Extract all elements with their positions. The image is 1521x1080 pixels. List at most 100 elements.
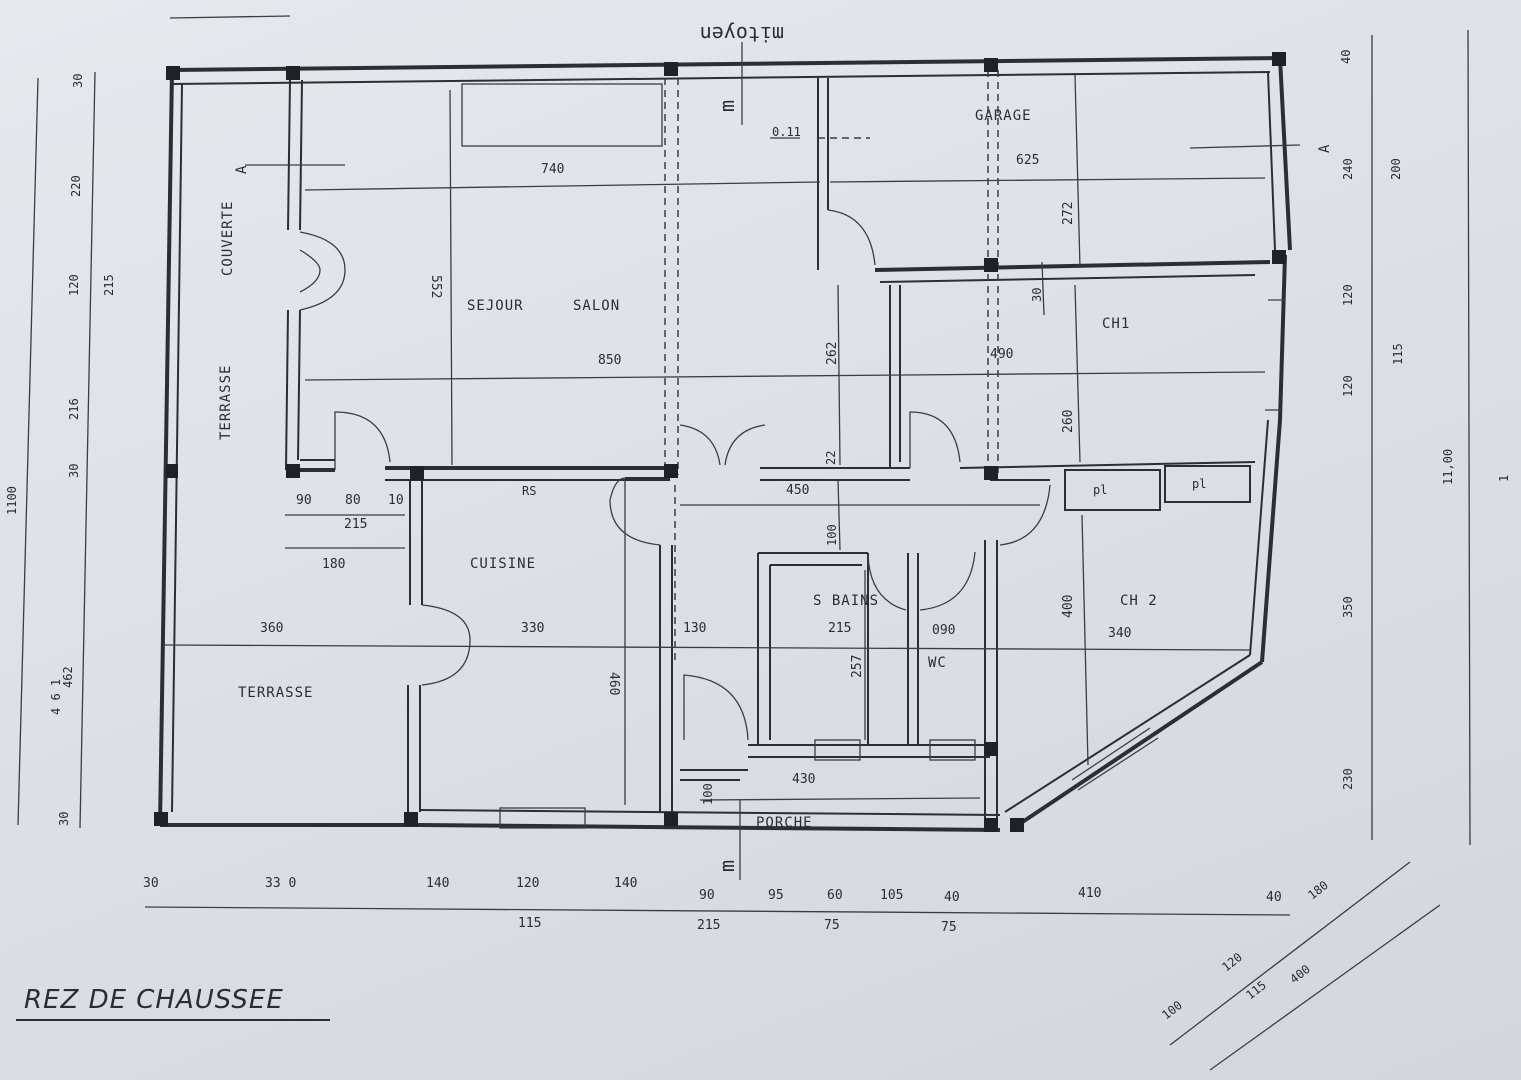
section-m-top: m [715, 100, 739, 112]
room-terrasse-couverte-1: TERRASSE [218, 365, 234, 440]
bottom-60: 60 [827, 888, 843, 903]
mitoyen-label: mitoyen [700, 22, 784, 46]
room-rs: RS [522, 484, 536, 498]
dim-22: 22 [824, 451, 838, 465]
dim-011: 0.11 [772, 125, 801, 139]
outer-dimension-lines [17, 15, 1471, 1071]
interior-dimension-lines [164, 74, 1266, 805]
left-216: 216 [67, 398, 81, 420]
dim-430: 430 [792, 772, 815, 787]
section-m-bottom: m [715, 860, 739, 872]
room-cuisine: CUISINE [470, 556, 536, 572]
dim-215-a: 215 [344, 517, 367, 532]
diag-120: 120 [1219, 950, 1245, 974]
bottom-330: 33 0 [265, 876, 296, 891]
left-total-1100: 1100 [5, 486, 19, 515]
left-462: 462 [61, 666, 75, 688]
left-30-bottom: 30 [57, 812, 71, 826]
dim-100-a: 100 [825, 524, 839, 546]
left-120: 120 [67, 274, 81, 296]
bottom-140-b: 140 [614, 876, 637, 891]
room-salon: SALON [573, 298, 620, 314]
dim-340: 340 [1108, 626, 1131, 641]
dim-130: 130 [683, 621, 706, 636]
room-ch1: CH1 [1102, 316, 1130, 332]
bottom-115: 115 [518, 916, 541, 931]
dim-625: 625 [1016, 153, 1039, 168]
dim-400: 400 [1061, 595, 1076, 618]
dim-180: 180 [322, 557, 345, 572]
diag-400: 400 [1287, 962, 1313, 986]
dim-100-b: 100 [701, 783, 715, 805]
dim-30-ch1: 30 [1030, 288, 1044, 302]
bottom-95: 95 [768, 888, 784, 903]
dim-360: 360 [260, 621, 283, 636]
room-garage: GARAGE [975, 108, 1032, 124]
dim-272: 272 [1061, 202, 1076, 225]
bottom-140-a: 140 [426, 876, 449, 891]
section-cut-lines [245, 42, 1301, 880]
dim-260: 260 [1061, 410, 1076, 433]
dim-090: 090 [932, 623, 955, 638]
bottom-120: 120 [516, 876, 539, 891]
room-sbains: S BAINS [813, 593, 879, 609]
section-a-right: A [1317, 144, 1333, 153]
diag-115: 115 [1243, 978, 1269, 1002]
bottom-90: 90 [699, 888, 715, 903]
section-a-left: A [234, 165, 250, 174]
dim-490: 490 [990, 347, 1013, 362]
bottom-30: 30 [143, 876, 159, 891]
dim-257: 257 [850, 655, 865, 678]
room-terrasse: TERRASSE [238, 685, 313, 701]
bottom-75-a: 75 [824, 918, 840, 933]
left-30-top: 30 [71, 74, 85, 88]
bottom-40-a: 40 [944, 890, 960, 905]
left-461: 4 6 1 [49, 679, 63, 715]
right-40: 40 [1339, 50, 1353, 64]
dim-450: 450 [786, 483, 809, 498]
dashed-lines [664, 70, 999, 660]
bottom-40-b: 40 [1266, 890, 1282, 905]
placard-2: pl [1192, 477, 1206, 491]
plan-title: REZ DE CHAUSSEE [24, 985, 284, 1015]
left-30-mid: 30 [67, 464, 81, 478]
room-terrasse-couverte-2: COUVERTE [220, 201, 236, 276]
dim-80: 80 [345, 493, 361, 508]
left-215: 215 [102, 274, 116, 296]
bottom-75-b: 75 [941, 920, 957, 935]
right-350: 350 [1341, 596, 1355, 618]
dim-10: 10 [388, 493, 404, 508]
dim-460: 460 [606, 672, 621, 695]
doors [299, 209, 1051, 741]
interior-walls [285, 78, 1271, 830]
right-120-a: 120 [1341, 284, 1355, 306]
room-ch2: CH 2 [1120, 593, 1158, 609]
columns [154, 52, 1286, 832]
bottom-410: 410 [1078, 886, 1101, 901]
dim-850: 850 [598, 353, 621, 368]
outer-walls [158, 56, 1292, 832]
right-240: 240 [1341, 158, 1355, 180]
dim-552: 552 [428, 275, 443, 298]
right-115: 115 [1391, 343, 1405, 365]
right-200: 200 [1389, 158, 1403, 180]
right-total-1100: 11,00 [1441, 449, 1455, 485]
dim-740: 740 [541, 162, 564, 177]
right-120-b: 120 [1341, 375, 1355, 397]
left-220: 220 [69, 175, 83, 197]
bottom-105: 105 [880, 888, 903, 903]
dim-215-b: 215 [828, 621, 851, 636]
dim-90: 90 [296, 493, 312, 508]
dim-262: 262 [825, 342, 840, 365]
right-230: 230 [1341, 768, 1355, 790]
placard-1: pl [1093, 483, 1107, 497]
diag-100: 100 [1159, 998, 1185, 1022]
room-wc: WC [928, 655, 947, 671]
windows [499, 299, 1285, 829]
room-porche: PORCHE [756, 815, 813, 831]
right-1: 1 [1497, 475, 1511, 482]
dim-330: 330 [521, 621, 544, 636]
room-sejour: SEJOUR [467, 298, 524, 314]
